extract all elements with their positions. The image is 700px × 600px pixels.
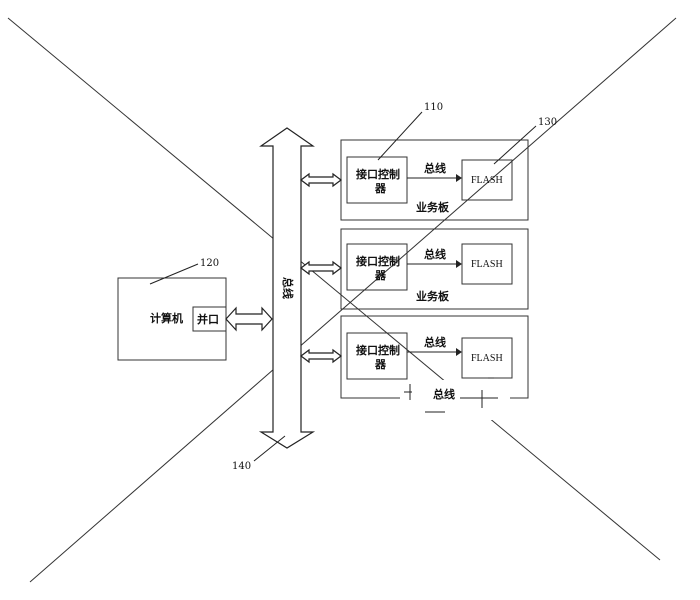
interface-controller-3 [346, 332, 408, 380]
bus-label-1: 总线 [424, 161, 446, 175]
board-3-link [300, 348, 342, 364]
leader-120 [149, 263, 199, 285]
bus-arrowhead-2 [456, 260, 462, 268]
interface-controller-1 [346, 156, 408, 204]
interface-controller-2-line1: 接口控制 [356, 254, 400, 268]
bus-arrowhead-3 [456, 348, 462, 356]
vertical-bus [258, 127, 316, 449]
artifact-patch [400, 380, 510, 420]
flash-2-label: FLASH [471, 259, 503, 270]
business-board-2-label: 业务板 [416, 289, 450, 303]
business-board-1-label: 业务板 [416, 200, 450, 214]
ref-110: 110 [424, 102, 443, 113]
overlay-artifact: 总线 [400, 377, 510, 420]
flash-3-label: FLASH [471, 353, 503, 364]
interface-controller-3-line1: 接口控制 [356, 343, 400, 357]
cross-line-2 [29, 17, 677, 583]
leader-110 [377, 111, 423, 161]
ref-130: 130 [538, 117, 557, 128]
leader-130 [493, 125, 537, 165]
board-1-link [300, 172, 342, 188]
parallel-port-label: 并口 [197, 312, 219, 326]
computer-label: 计算机 [150, 311, 183, 325]
interface-controller-3-line2: 器 [374, 358, 387, 371]
flash-2 [461, 243, 513, 285]
bus-label-3: 总线 [424, 335, 446, 349]
bus-label-2: 总线 [424, 247, 446, 261]
business-board-2: 接口控制 器 总线 FLASH 业务板 [340, 228, 529, 310]
interface-controller-1-line2: 器 [374, 182, 387, 195]
board-2-link [300, 260, 342, 276]
interface-controller-2 [346, 243, 408, 291]
vertical-bus-label: 总线 [281, 277, 295, 299]
computer-bus-link [225, 306, 273, 332]
ref-140: 140 [232, 461, 251, 472]
bus-arrowhead-1 [456, 174, 462, 182]
interface-controller-1-line1: 接口控制 [356, 167, 400, 181]
cross-line-1 [7, 17, 661, 561]
flash-1 [461, 159, 513, 201]
flash-3 [461, 337, 513, 379]
ref-120: 120 [200, 258, 219, 269]
business-board-1: 接口控制 器 总线 FLASH 业务板 [340, 139, 529, 221]
interface-controller-2-line2: 器 [374, 269, 387, 282]
flash-1-label: FLASH [471, 175, 503, 186]
artifact-bus-label: 总线 [433, 387, 455, 401]
leader-140 [253, 435, 286, 462]
